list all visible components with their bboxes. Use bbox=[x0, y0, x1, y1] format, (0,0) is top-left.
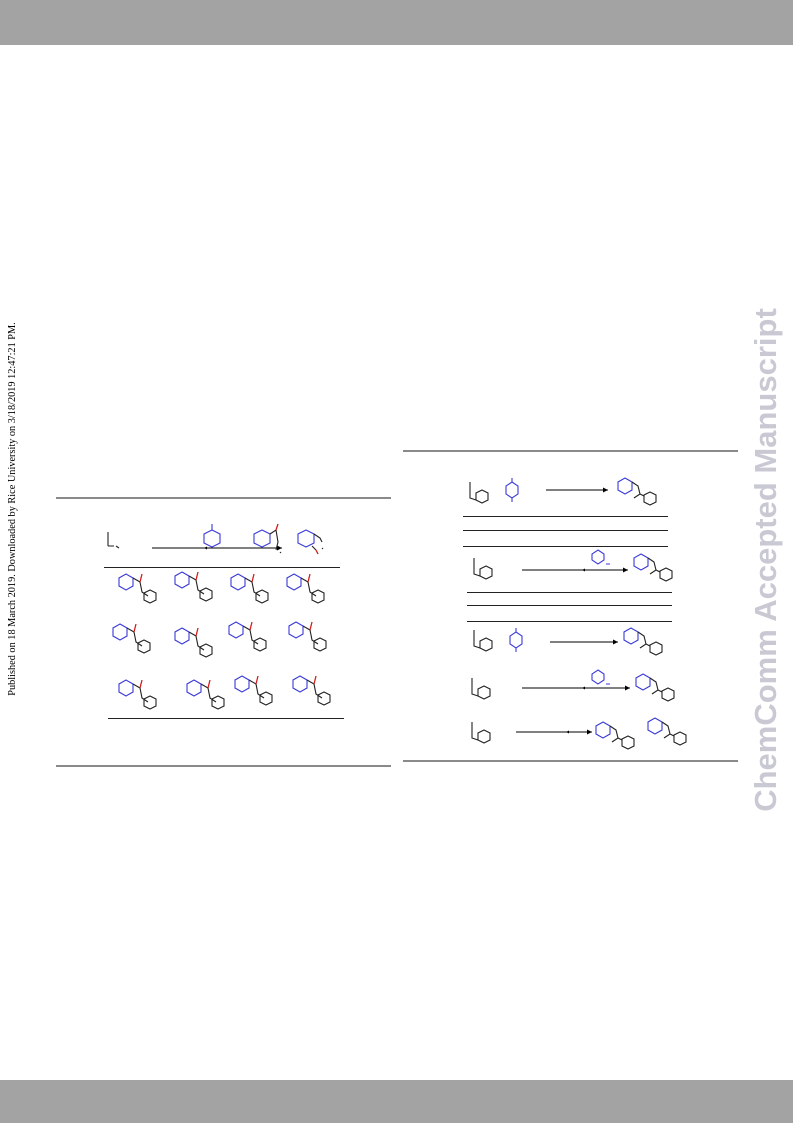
product-2d bbox=[288, 621, 327, 652]
reaction-row-2 bbox=[473, 549, 673, 582]
left-reaction-scheme bbox=[107, 523, 324, 555]
left-scheme-bottom-rule bbox=[56, 765, 391, 767]
right-table1-rule-a bbox=[463, 516, 668, 517]
right-scheme-bottom-rule bbox=[403, 760, 738, 762]
product-3c bbox=[234, 675, 273, 706]
right-table1-rule-c bbox=[463, 546, 668, 547]
product-3d bbox=[292, 675, 331, 706]
product-1c bbox=[230, 573, 269, 604]
product-2c bbox=[228, 621, 267, 652]
right-table2-rule-c bbox=[467, 621, 672, 622]
product-3a bbox=[118, 679, 157, 710]
accepted-manuscript-watermark: ChemComm Accepted Manuscript bbox=[744, 300, 788, 820]
product-1d bbox=[286, 573, 325, 604]
product-1a bbox=[118, 573, 157, 604]
right-table2-rule-b bbox=[467, 605, 672, 606]
product-structure-1 bbox=[253, 523, 282, 554]
pyridine-reagent-structure bbox=[203, 524, 221, 548]
substrate-structure bbox=[107, 532, 120, 549]
product-3b bbox=[186, 679, 225, 710]
left-product-grid bbox=[112, 571, 331, 710]
right-table1-rule-b bbox=[463, 530, 668, 531]
right-table2-rule-a bbox=[467, 592, 672, 593]
footer-bar bbox=[0, 1080, 793, 1123]
product-2a bbox=[112, 623, 151, 654]
reaction-row-5 bbox=[471, 717, 687, 750]
product-structure-2 bbox=[297, 529, 324, 555]
left-table-header-rule bbox=[104, 567, 340, 568]
product-2b bbox=[174, 627, 213, 658]
left-scheme-top-rule bbox=[56, 497, 391, 499]
reaction-row-4 bbox=[471, 669, 675, 702]
reaction-arrow bbox=[152, 545, 282, 551]
watermark-text: ChemComm Accepted Manuscript bbox=[748, 308, 783, 812]
header-bar bbox=[0, 0, 793, 45]
reaction-row-3 bbox=[473, 627, 663, 656]
right-scheme-top-rule bbox=[403, 450, 738, 452]
left-table-bottom-rule bbox=[108, 718, 344, 719]
publication-notice-text: Published on 18 March 2019. Downloaded b… bbox=[7, 322, 18, 696]
reaction-row-1 bbox=[469, 477, 657, 506]
right-reaction-schemes bbox=[469, 477, 687, 750]
product-1b bbox=[174, 571, 213, 602]
